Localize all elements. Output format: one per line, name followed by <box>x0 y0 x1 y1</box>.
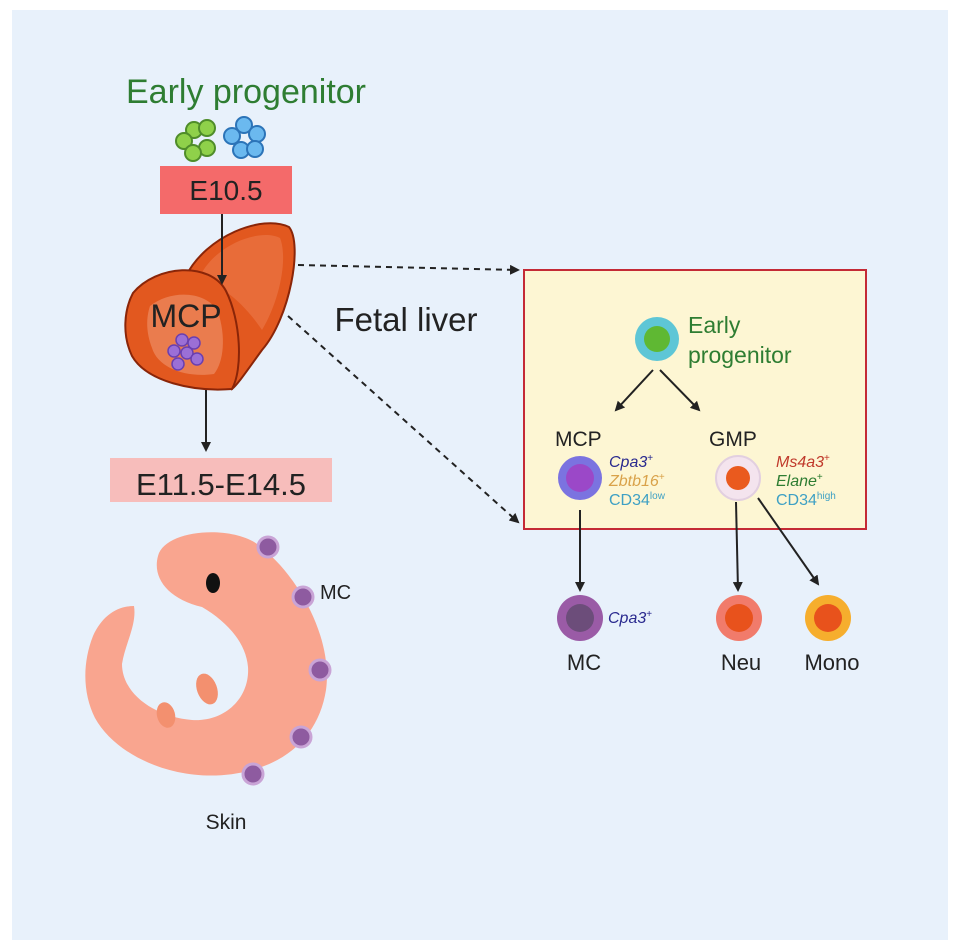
early-progenitor-nucleus <box>644 326 670 352</box>
mcp-cell-nucleus <box>566 464 594 492</box>
inset-mcp-label: MCP <box>555 428 602 451</box>
gmp-marker-cd34: CD34high <box>776 491 836 509</box>
mc-marker-cpa3: Cpa3+ <box>608 609 652 627</box>
mcp-marker-cd34: CD34low <box>609 491 666 509</box>
skin-mast-cells <box>241 535 332 786</box>
mono-cell-nucleus <box>814 604 842 632</box>
mcp-marker-cpa3: Cpa3+ <box>609 453 653 471</box>
e11-box <box>110 458 332 502</box>
e10-5-label: E10.5 <box>189 175 262 206</box>
green-progenitor-cluster <box>175 119 216 162</box>
e11-label: E11.5-E14.5 <box>136 467 306 502</box>
e10-5-box <box>160 166 292 214</box>
dashed-connector-top <box>297 264 520 275</box>
arrow-gmp-to-neu <box>732 501 743 592</box>
embryo-mc-label: MC <box>320 582 351 604</box>
arrow-early-to-gmp <box>659 369 701 412</box>
output-neu-label: Neu <box>721 650 761 675</box>
output-mc-label: MC <box>567 650 601 675</box>
embryo-limb-bud-upper <box>196 673 218 705</box>
blue-progenitor-cluster <box>223 116 266 159</box>
embryo-body <box>85 532 327 776</box>
fetal-liver-label: Fetal liver <box>334 301 477 338</box>
embryo-limb-bud-lower <box>156 702 176 728</box>
inset-early-line2: progenitor <box>688 342 792 368</box>
arrow-early-to-mcp <box>614 369 654 412</box>
mcp-marker-zbtb16: Zbtb16+ <box>608 472 665 490</box>
early-progenitor-title: Early progenitor <box>126 73 366 111</box>
inset-gmp-label: GMP <box>709 428 757 451</box>
output-mono-label: Mono <box>804 650 859 675</box>
mcp-cell-cluster <box>167 333 204 371</box>
embryo-eye <box>206 573 220 593</box>
arrow-gmp-to-mono <box>757 497 820 586</box>
gmp-marker-ms4a3: Ms4a3+ <box>776 453 830 471</box>
gmp-cell-nucleus <box>726 466 750 490</box>
liver-lobe-highlight <box>200 235 284 330</box>
mc-cell-nucleus <box>566 604 594 632</box>
liver-mcp-label: MCP <box>150 298 221 334</box>
gmp-marker-elane: Elane+ <box>776 472 823 490</box>
dashed-connector-bottom <box>287 315 520 524</box>
neu-cell-nucleus <box>725 604 753 632</box>
skin-label: Skin <box>206 811 247 834</box>
inset-early-line1: Early <box>688 312 741 338</box>
